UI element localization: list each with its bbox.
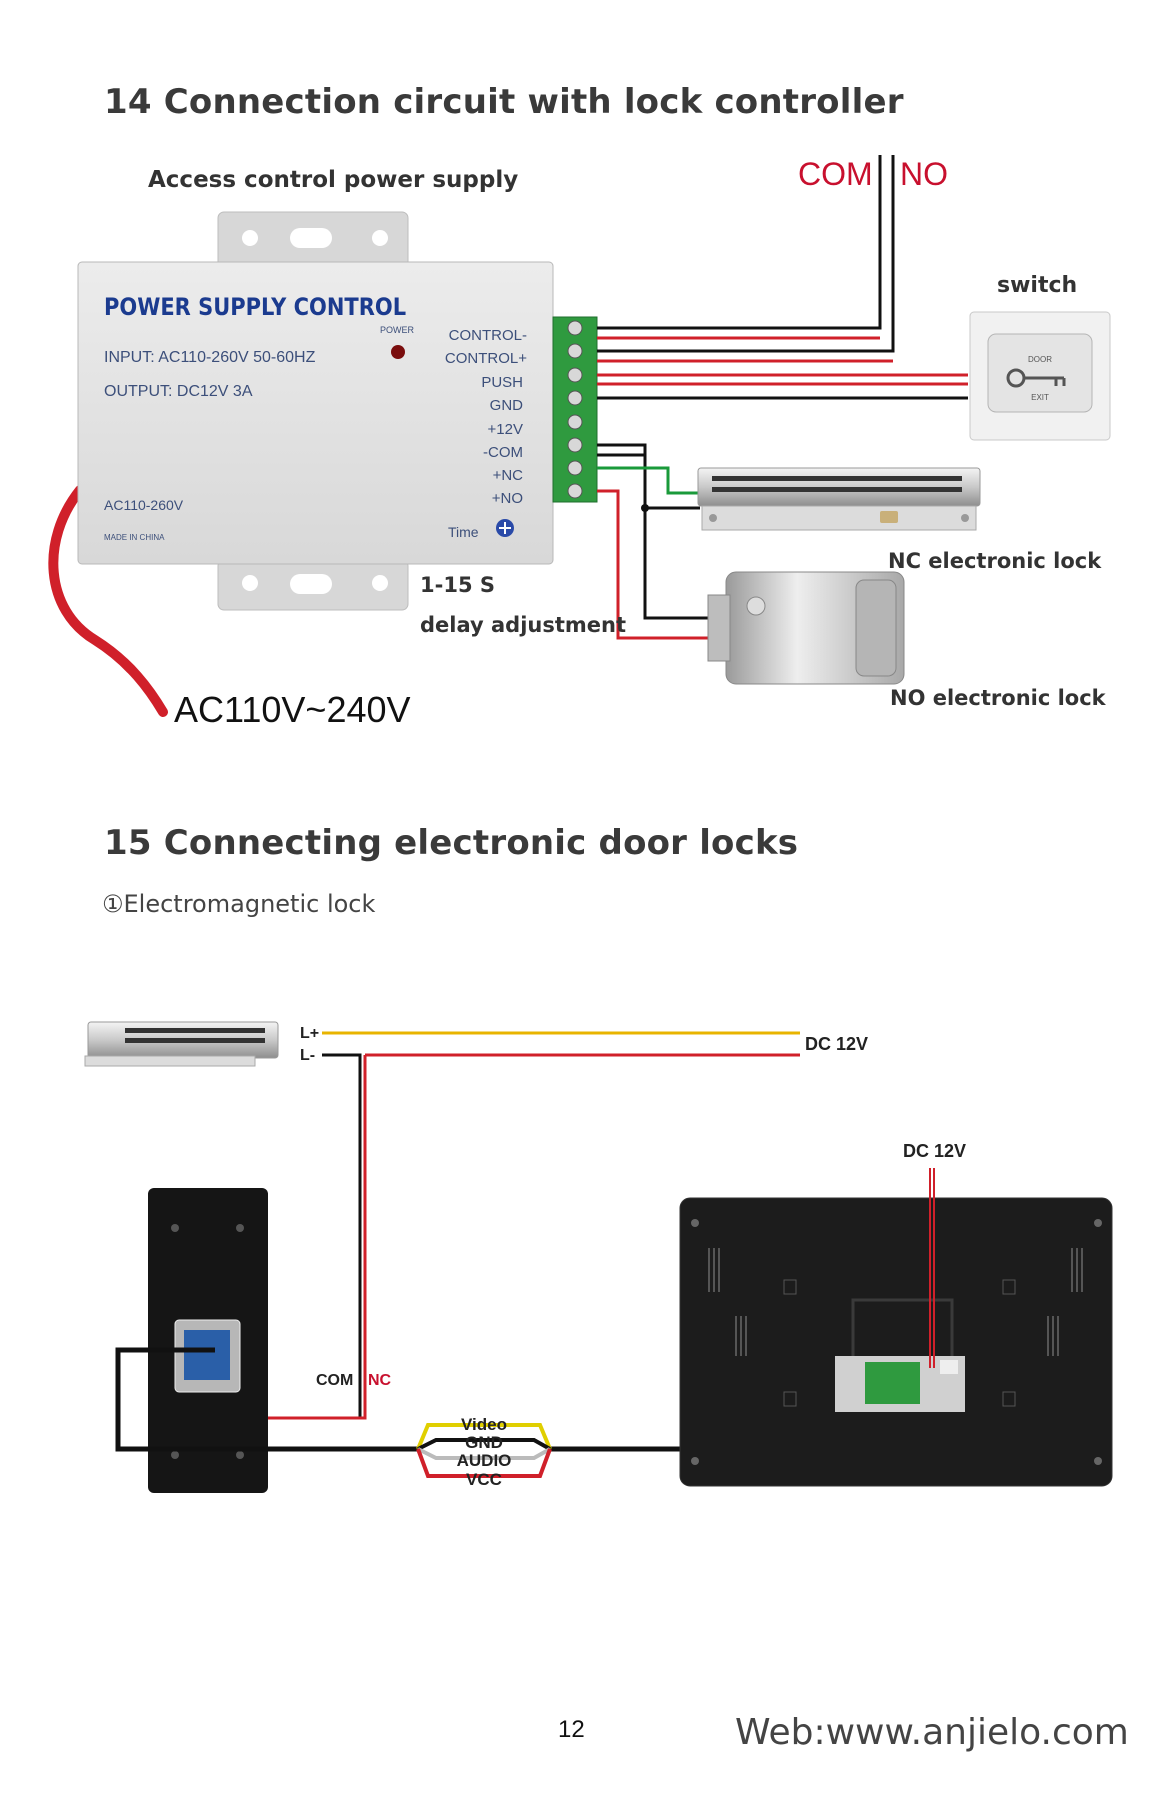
psu-ac-text: AC110-260V	[104, 497, 184, 513]
page-number: 12	[558, 1716, 585, 1743]
psu-label: Access control power supply	[148, 167, 518, 193]
wire-nc	[597, 466, 700, 495]
switch-exit-text: EXIT	[1031, 393, 1049, 402]
ac-mains-cable	[48, 485, 168, 717]
lplus-label: L+	[300, 1025, 319, 1042]
psu-time-text: Time	[448, 524, 479, 540]
terminal-label: CONTROL-	[449, 327, 527, 344]
terminal-label: +NC	[493, 467, 524, 484]
wire-monitor-dc12v	[929, 1168, 935, 1368]
dc12v-top-label: DC 12V	[805, 1034, 868, 1054]
nc-lock-label: NC electronic lock	[888, 549, 1102, 573]
delay-adjust-label: delay adjustment	[420, 613, 626, 637]
terminal-block	[552, 316, 598, 503]
cable-label: Video	[461, 1415, 507, 1434]
cable-label: GND	[465, 1433, 503, 1452]
key-icon	[1006, 368, 1066, 388]
nc-label: NC	[368, 1372, 392, 1389]
terminal-label: -COM	[483, 444, 523, 461]
cable-labels: Video GND AUDIO VCC	[457, 1415, 512, 1489]
black-loop	[115, 1347, 418, 1452]
psu-brand-text: POWER SUPPLY CONTROL	[104, 294, 406, 322]
wire-no-lock	[597, 489, 710, 640]
terminal-label: CONTROL+	[445, 350, 527, 367]
no-label-top: NO	[900, 156, 948, 192]
nc-magnetic-lock	[697, 467, 981, 531]
terminal-label: PUSH	[481, 374, 523, 391]
exit-switch[interactable]: DOOR EXIT	[969, 311, 1111, 441]
psu-made-text: MADE IN CHINA	[104, 533, 165, 542]
cable-bundle	[416, 1423, 552, 1478]
ac-voltage-label: AC110V~240V	[174, 689, 411, 730]
psu-input-text: INPUT: AC110-260V 50-60HZ	[104, 349, 316, 366]
no-lock-label: NO electronic lock	[890, 686, 1107, 710]
com-label: COM	[316, 1372, 353, 1389]
wire-12v	[597, 443, 710, 620]
no-electric-lock	[707, 571, 905, 685]
terminal-label: GND	[490, 397, 524, 414]
terminal-labels: CONTROL- CONTROL+ PUSH GND +12V -COM +NC…	[445, 327, 527, 507]
lminus-label: L-	[300, 1047, 315, 1064]
wire-lminus	[322, 1053, 362, 1418]
psu-power-text: POWER	[380, 325, 415, 335]
outdoor-unit	[148, 1188, 268, 1493]
section-15-title: 15 Connecting electronic door locks	[104, 823, 799, 863]
section-15-subtitle: ①Electromagnetic lock	[102, 890, 376, 918]
section-14-title: 14 Connection circuit with lock controll…	[104, 82, 904, 122]
electromagnetic-lock	[84, 1021, 279, 1067]
switch-label: switch	[997, 273, 1077, 298]
cable-label: AUDIO	[457, 1451, 512, 1470]
time-knob-cross-icon	[499, 522, 511, 534]
wire-com	[597, 155, 882, 330]
switch-door-text: DOOR	[1028, 355, 1052, 364]
psu-mount-bottom	[217, 559, 409, 611]
terminal-label: +NO	[492, 490, 523, 507]
indoor-monitor	[679, 1197, 1113, 1487]
wire-no	[597, 155, 895, 353]
website-url: Web:www.anjielo.com	[735, 1712, 1129, 1753]
psu-mount-top	[217, 211, 409, 271]
psu-output-text: OUTPUT: DC12V 3A	[104, 383, 253, 400]
delay-range-label: 1-15 S	[420, 573, 495, 597]
cable-label: VCC	[466, 1470, 502, 1489]
psu-wires	[597, 155, 968, 640]
wire-com-lock	[597, 453, 700, 510]
dc12v-monitor-label: DC 12V	[903, 1141, 966, 1161]
com-label-top: COM	[798, 156, 873, 192]
terminal-label: +12V	[488, 421, 523, 438]
power-led-icon	[391, 345, 405, 359]
wire-junction	[641, 504, 649, 512]
